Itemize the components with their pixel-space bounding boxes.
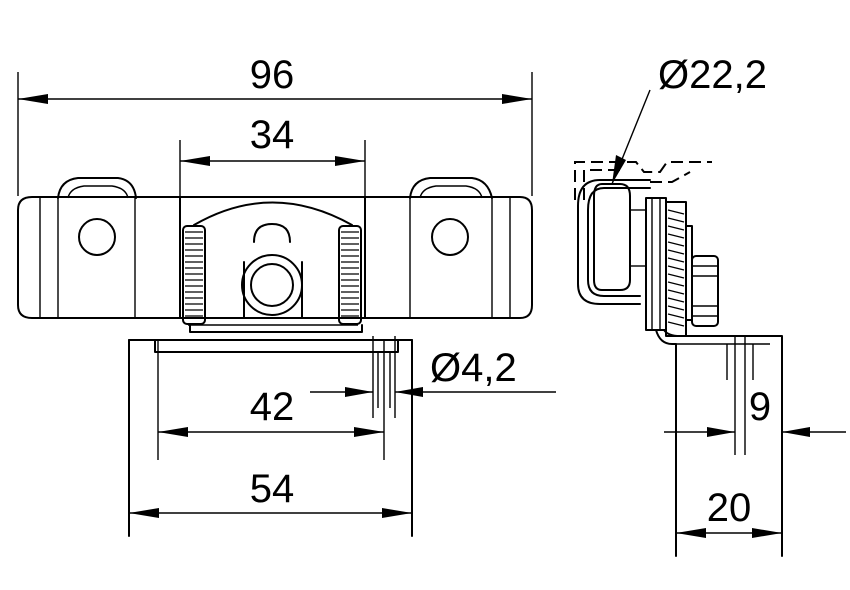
nut <box>691 255 719 327</box>
dim-roller-span: 34 <box>179 113 366 196</box>
dim-hole-diameter: Ø4,2 <box>310 346 556 397</box>
dim-label-34: 34 <box>250 113 295 157</box>
dim-hole-spacing: 42 <box>158 385 384 437</box>
rail-hidden-line <box>574 161 712 200</box>
center-hub <box>236 223 308 319</box>
right-wheel-top <box>409 177 493 199</box>
dim-label-9: 9 <box>749 385 771 429</box>
dim-label-42: 42 <box>250 385 295 429</box>
dim-wheel-diameter: Ø22,2 <box>611 53 767 185</box>
dim-label-96: 96 <box>250 53 295 97</box>
left-bolt-hole <box>78 218 116 256</box>
side-view <box>574 161 783 557</box>
left-wheel-top <box>57 177 137 199</box>
right-bolt-hole <box>431 218 469 256</box>
bracket-plates <box>645 197 693 337</box>
dim-label-20: 20 <box>707 486 752 530</box>
dim-overall-width: 96 <box>17 53 533 196</box>
dim-label-54: 54 <box>250 467 295 511</box>
wheel-profile <box>593 183 646 291</box>
dim-label-wheel-dia: Ø22,2 <box>658 53 767 97</box>
left-roller-knurled <box>182 225 206 325</box>
main-bar <box>17 196 533 319</box>
dim-base-width: 54 <box>129 467 412 518</box>
right-roller-knurled <box>338 225 362 325</box>
l-foot <box>655 329 783 557</box>
base-plate <box>128 336 413 537</box>
dim-side-depth: 20 <box>676 486 782 538</box>
front-view <box>17 177 533 537</box>
dim-label-hole-dia: Ø4,2 <box>430 346 517 390</box>
c-clip <box>577 179 651 305</box>
dim-side-offset: 9 <box>664 385 846 437</box>
